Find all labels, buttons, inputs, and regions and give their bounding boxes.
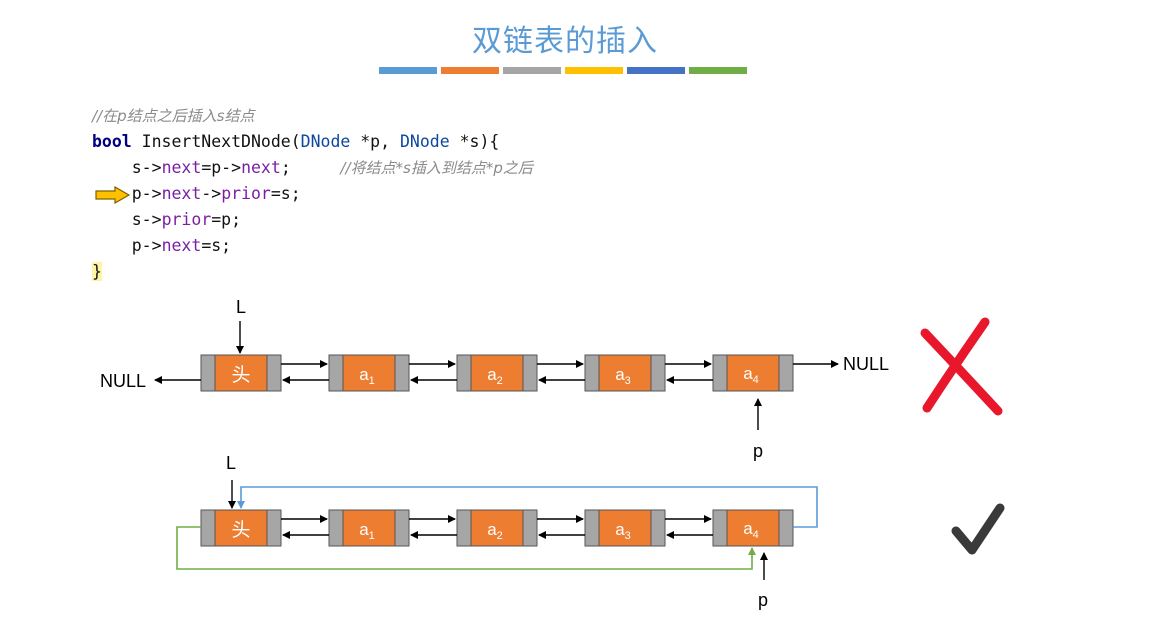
code-text: =p; — [211, 210, 242, 229]
code-text: p-> — [131, 184, 162, 203]
code-field: next — [241, 158, 281, 177]
node-a3: a3 — [584, 509, 666, 547]
code-param: *p, — [350, 132, 400, 151]
null-left-label: NULL — [100, 371, 146, 391]
code-field: prior — [161, 210, 212, 229]
circular-prior-loop — [176, 526, 756, 570]
node-subscript: 3 — [625, 375, 631, 387]
node-name: a — [359, 365, 369, 384]
node-label: a4 — [743, 364, 759, 386]
diagram-1: L 头 a1 a2 a3 a4 — [100, 297, 1003, 461]
code-line-2: s->next=p->next; //将结点*s插入到结点*p之后 — [92, 155, 533, 181]
node-label: a2 — [487, 365, 503, 387]
code-line-5: p->next=s; — [92, 233, 533, 259]
code-text: ; — [280, 158, 291, 177]
code-param: *s){ — [449, 132, 500, 151]
head-node: 头 — [200, 354, 282, 392]
node-subscript: 1 — [369, 375, 375, 387]
code-keyword: bool — [92, 132, 132, 151]
node-subscript: 4 — [753, 374, 759, 386]
head-node-label: 头 — [231, 364, 250, 386]
node-label: a1 — [359, 520, 375, 542]
node-subscript: 4 — [753, 529, 759, 541]
head-node: 头 — [200, 509, 282, 547]
head-pointer-label: L — [226, 453, 236, 473]
node-a4: a4 — [712, 509, 794, 547]
title-bar — [503, 67, 561, 74]
node-subscript: 1 — [369, 530, 375, 542]
code-text: p-> — [131, 236, 162, 255]
code-line-3: p->next->prior=s; — [92, 181, 533, 207]
code-text: -> — [201, 184, 222, 203]
node-a3: a3 — [584, 354, 666, 392]
node-name: a — [359, 520, 369, 539]
code-line-close: } — [92, 259, 533, 285]
code-comment-line: //在p结点之后插入s结点 — [92, 103, 533, 129]
code-text: =p-> — [201, 158, 242, 177]
code-text: =s; — [201, 236, 232, 255]
node-name: a — [615, 520, 625, 539]
p-pointer-label: p — [758, 590, 768, 610]
node-subscript: 2 — [497, 375, 503, 387]
code-field: next — [161, 158, 202, 177]
node-a2: a2 — [456, 509, 538, 547]
circular-next-loop — [237, 486, 818, 528]
node-label: a3 — [615, 365, 631, 387]
node-name: a — [487, 520, 497, 539]
code-field: next — [161, 236, 202, 255]
node-name: a — [487, 365, 497, 384]
current-line-arrow-icon — [95, 186, 131, 204]
code-comment: //将结点*s插入到结点*p之后 — [340, 159, 533, 177]
node-label: a3 — [615, 520, 631, 542]
page-title: 双链表的插入 — [472, 24, 658, 59]
title-color-bars — [379, 67, 747, 74]
node-name: a — [615, 365, 625, 384]
code-line-1: bool InsertNextDNode(DNode *p, DNode *s)… — [92, 129, 533, 155]
node-name: a — [743, 519, 753, 538]
title-bar — [441, 67, 499, 74]
cross-icon — [920, 317, 1003, 416]
code-line-4: s->prior=p; — [92, 207, 533, 233]
diagram-2: L 头 a1 a2 a3 a4 — [176, 453, 1005, 610]
node-subscript: 2 — [497, 530, 503, 542]
node-a1: a1 — [328, 354, 410, 392]
p-pointer-label: p — [753, 441, 763, 461]
title-bar — [565, 67, 623, 74]
code-comment: //在p结点之后插入s结点 — [92, 107, 255, 125]
code-type: DNode — [399, 132, 450, 151]
code-field: prior — [221, 184, 271, 203]
head-pointer-label: L — [236, 297, 246, 317]
node-subscript: 3 — [625, 530, 631, 542]
node-label: a2 — [487, 520, 503, 542]
code-text: s-> — [131, 158, 162, 177]
node-label: a1 — [359, 365, 375, 387]
title-bar — [689, 67, 747, 74]
code-text: =s; — [270, 184, 301, 203]
title-bar — [379, 67, 437, 74]
null-right-label: NULL — [843, 354, 889, 374]
check-icon — [951, 503, 1005, 555]
head-node-label: 头 — [231, 519, 250, 541]
title-bar — [627, 67, 685, 74]
node-name: a — [743, 364, 753, 383]
node-a4: a4 — [712, 354, 794, 392]
code-text: s-> — [131, 210, 162, 229]
code-block: //在p结点之后插入s结点 bool InsertNextDNode(DNode… — [92, 103, 533, 285]
node-a2: a2 — [456, 354, 538, 392]
code-field: next — [161, 184, 202, 203]
code-type: DNode — [300, 132, 351, 151]
node-a1: a1 — [328, 509, 410, 547]
node-label: a4 — [743, 519, 759, 541]
code-close-brace: } — [92, 262, 102, 281]
code-function: InsertNextDNode( — [131, 132, 301, 151]
